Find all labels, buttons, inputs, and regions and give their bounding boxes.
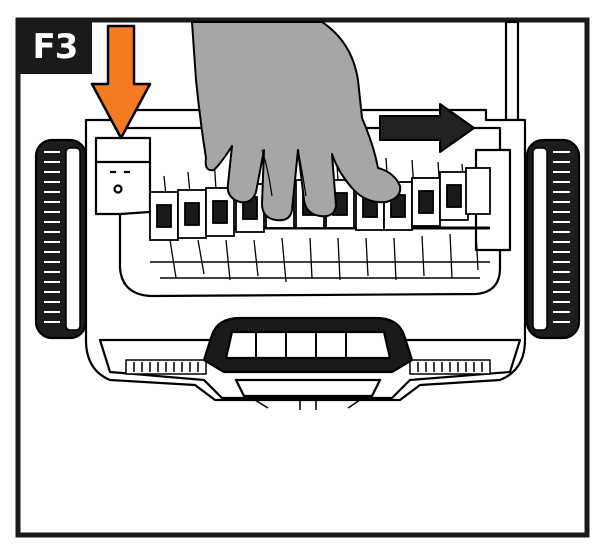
left-latch-housing <box>94 136 152 216</box>
arrow-down-icon <box>90 24 152 140</box>
step-label-box <box>20 22 92 74</box>
right-wheel <box>525 138 581 340</box>
right-vents <box>409 359 491 375</box>
arrow-right-icon <box>379 103 475 153</box>
front-lip <box>234 378 382 398</box>
left-vents <box>125 359 207 375</box>
left-wheel <box>34 138 88 340</box>
hand-icon <box>191 21 402 222</box>
